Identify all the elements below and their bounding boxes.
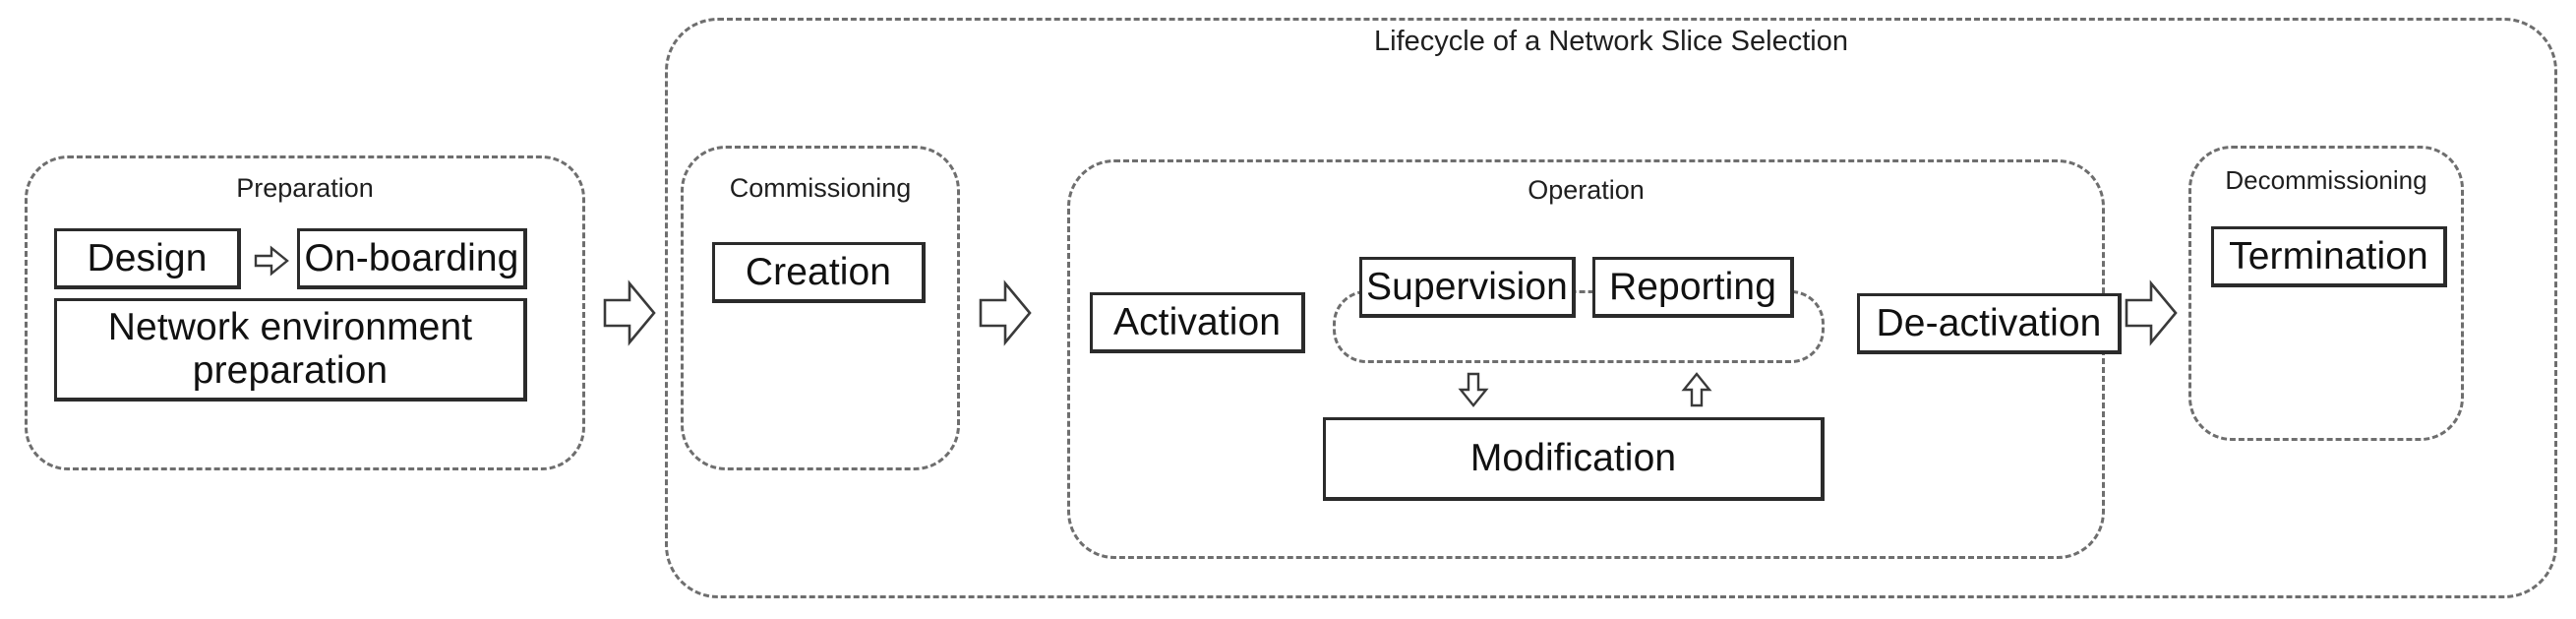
group-monitoring — [1333, 290, 1825, 363]
group-commissioning-label: Commissioning — [729, 173, 912, 203]
group-commissioning — [681, 146, 960, 470]
box-design[interactable]: Design — [54, 228, 241, 289]
box-supervision[interactable]: Supervision — [1359, 257, 1576, 318]
arrow-operation-to-decommissioning — [2124, 279, 2179, 346]
box-activation[interactable]: Activation — [1090, 292, 1305, 353]
lifecycle-frame — [665, 18, 2557, 598]
arrow-design-to-onboarding — [254, 245, 289, 277]
box-network-environment-preparation-line2: preparation — [192, 349, 389, 392]
group-operation-label: Operation — [1528, 175, 1645, 205]
box-creation[interactable]: Creation — [712, 242, 926, 303]
box-modification[interactable]: Modification — [1323, 417, 1825, 501]
box-termination[interactable]: Termination — [2211, 226, 2447, 287]
arrow-commissioning-to-operation — [978, 279, 1033, 346]
group-preparation — [25, 155, 585, 470]
arrow-supervision-to-modification — [1458, 372, 1489, 407]
lifecycle-title: Lifecycle of a Network Slice Selection — [1374, 26, 1848, 57]
box-deactivation[interactable]: De-activation — [1857, 293, 2122, 354]
arrow-modification-to-reporting — [1681, 372, 1712, 407]
group-preparation-label: Preparation — [236, 173, 374, 203]
box-reporting[interactable]: Reporting — [1592, 257, 1794, 318]
group-decommissioning — [2188, 146, 2464, 441]
arrow-preparation-to-commissioning — [602, 279, 657, 346]
group-operation — [1067, 159, 2105, 559]
box-network-environment-preparation[interactable]: Network environment preparation — [54, 298, 527, 402]
box-onboarding[interactable]: On-boarding — [297, 228, 527, 289]
box-network-environment-preparation-line1: Network environment — [107, 306, 473, 349]
group-decommissioning-label: Decommissioning — [2225, 165, 2427, 195]
